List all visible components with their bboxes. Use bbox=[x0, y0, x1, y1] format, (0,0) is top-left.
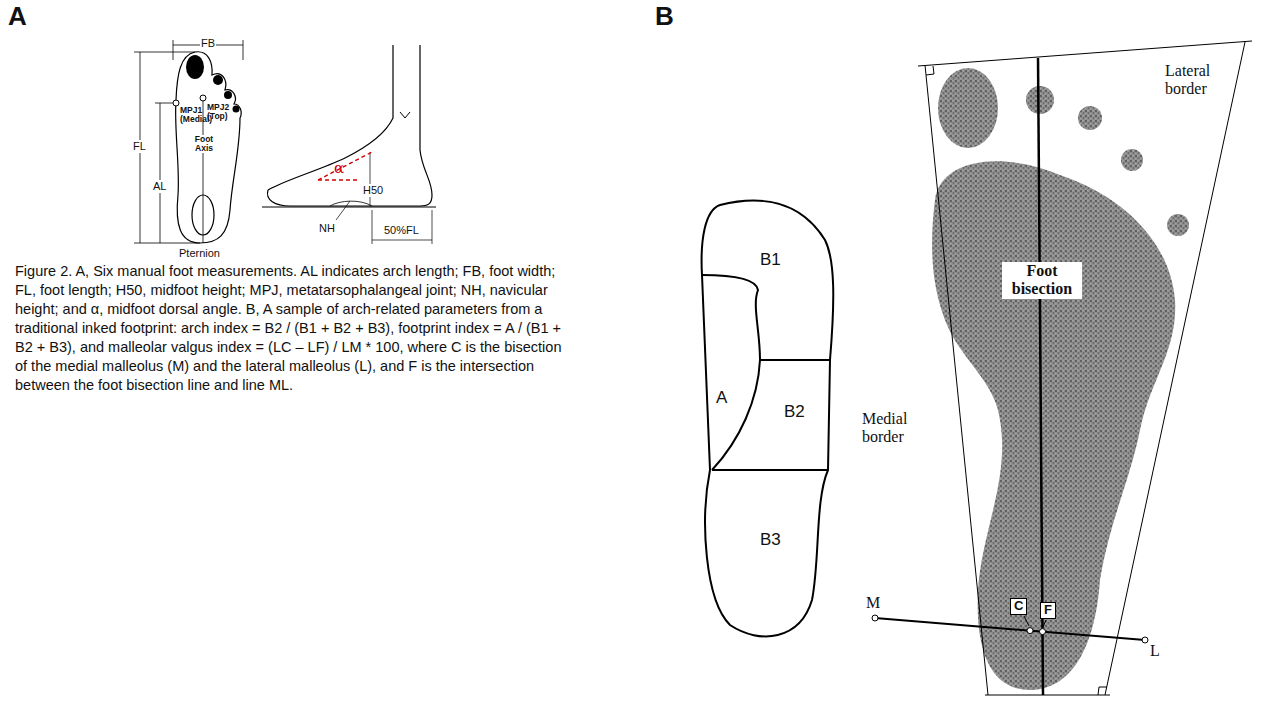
point-label: L bbox=[1150, 642, 1160, 660]
region-label: B1 bbox=[760, 250, 781, 270]
panel-label: A bbox=[8, 2, 27, 32]
axis-label: Foot bisection bbox=[1002, 262, 1082, 299]
point-label: C bbox=[1010, 598, 1027, 615]
region-label: B3 bbox=[760, 530, 781, 550]
figure-caption: Figure 2. A, Six manual foot measurement… bbox=[15, 262, 577, 395]
point-label: M bbox=[866, 594, 880, 612]
dimension-label: H50 bbox=[362, 184, 384, 197]
joint-label: MPJ2 (Top) bbox=[207, 103, 239, 121]
border-label: Medial border bbox=[862, 410, 924, 447]
dimension-label: 50%FL bbox=[383, 224, 420, 237]
border-label: Lateral border bbox=[1165, 62, 1227, 99]
landmark-label: Pternion bbox=[178, 247, 221, 260]
dimension-label: FL bbox=[132, 140, 147, 153]
dimension-label: AL bbox=[152, 180, 167, 193]
region-label: A bbox=[716, 388, 727, 408]
angle-label: α bbox=[334, 160, 344, 177]
dimension-label: FB bbox=[200, 37, 216, 50]
dimension-label: NH bbox=[318, 222, 336, 235]
panel-label: B bbox=[655, 2, 674, 32]
axis-label: Foot Axis bbox=[186, 135, 222, 153]
region-label: B2 bbox=[784, 402, 805, 422]
point-label: F bbox=[1040, 602, 1056, 619]
